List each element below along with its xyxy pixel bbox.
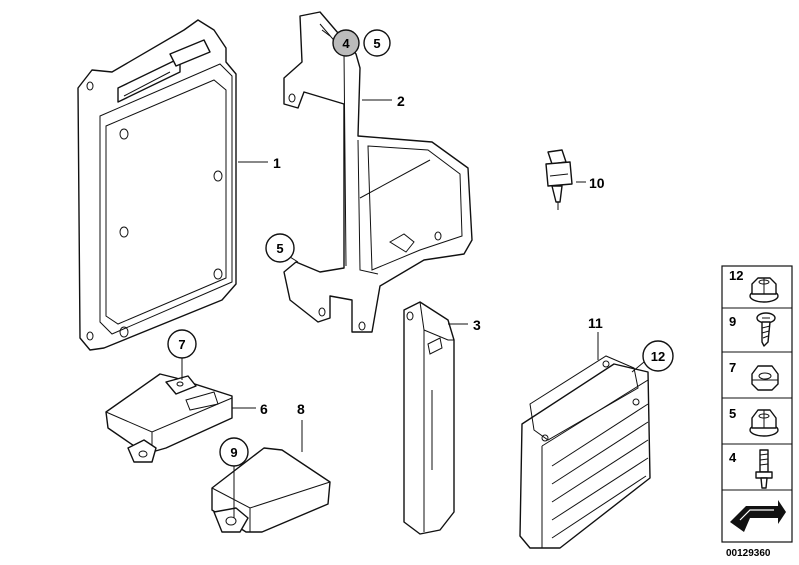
screw-icon [756, 312, 776, 347]
flange-nut-icon [749, 409, 779, 437]
hex-nut-icon [751, 365, 779, 391]
panel-label-5: 5 [729, 406, 736, 421]
callout-4: 4 [342, 36, 350, 51]
callout-5-left-circle: 5 [265, 233, 295, 263]
panel-row-4: 4 [729, 449, 773, 489]
small-parts-panel: 12 9 7 [721, 265, 793, 543]
arrow-symbol-icon [730, 500, 786, 532]
panel-row-12: 12 [729, 268, 779, 303]
panel-label-12: 12 [729, 268, 743, 283]
stud-bolt-icon [755, 449, 773, 489]
callout-12-circle: 12 [642, 340, 674, 372]
part-11-amplifier[interactable] [519, 355, 651, 549]
callout-5-top: 5 [373, 36, 380, 51]
panel-label-9: 9 [729, 314, 736, 329]
callout-8: 8 [297, 401, 305, 417]
part-2-bracket[interactable] [283, 11, 473, 333]
panel-row-7: 7 [729, 360, 779, 391]
callout-1: 1 [273, 155, 281, 171]
part-6-sensor-module[interactable] [105, 373, 233, 463]
callout-3: 3 [473, 317, 481, 333]
callout-5-left: 5 [276, 241, 283, 256]
callout-12: 12 [651, 349, 665, 364]
flange-nut-icon [749, 277, 779, 303]
callout-10: 10 [589, 175, 605, 191]
panel-row-9: 9 [729, 312, 776, 347]
diagram-number: 00129360 [726, 548, 771, 559]
callout-9: 9 [230, 445, 237, 460]
callout-5-top-circle: 5 [363, 29, 391, 57]
callout-2: 2 [397, 93, 405, 109]
callout-9-circle: 9 [219, 437, 249, 467]
callout-6: 6 [260, 401, 268, 417]
part-3-module[interactable] [403, 301, 455, 535]
part-1-control-unit[interactable] [77, 19, 237, 351]
callout-7: 7 [178, 337, 185, 352]
callout-4-circle: 4 [332, 29, 360, 57]
callout-11: 11 [588, 315, 603, 331]
part-10-sensor-switch[interactable] [545, 149, 573, 210]
leader-lines [181, 29, 645, 518]
part-8-crash-sensor[interactable] [211, 447, 331, 533]
panel-row-5: 5 [729, 406, 779, 437]
panel-label-4: 4 [729, 450, 737, 465]
panel-label-7: 7 [729, 360, 736, 375]
callout-7-circle: 7 [167, 329, 197, 359]
